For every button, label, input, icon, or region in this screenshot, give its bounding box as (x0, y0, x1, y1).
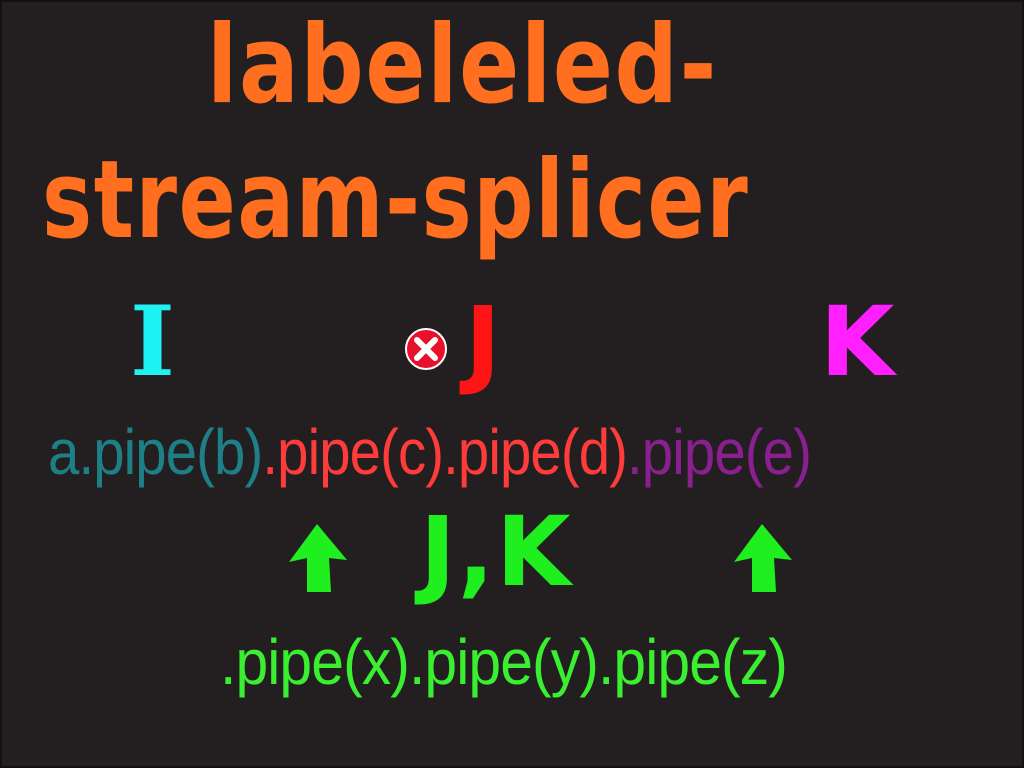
label-k: K (820, 286, 895, 398)
title-line-2: stream-splicer (42, 138, 750, 263)
pipe-d: .pipe(d) (443, 416, 628, 488)
label-i: I (130, 285, 175, 398)
pipe-e: .pipe(e) (627, 416, 812, 488)
title-line-1: labeleled- (207, 3, 718, 128)
pipe-a: a (48, 416, 79, 488)
pipe-c: .pipe(c) (262, 416, 444, 488)
error-x-circle-icon (405, 328, 447, 370)
subpipeline-chain: .pipe(x).pipe(y).pipe(z) (220, 626, 788, 698)
label-jk: J,K (420, 496, 573, 608)
arrow-up-icon (289, 524, 347, 592)
label-j: J (465, 286, 501, 398)
pipeline-chain: a.pipe(b).pipe(c).pipe(d).pipe(e) (48, 420, 812, 484)
pipe-b: .pipe(b) (78, 416, 263, 488)
arrow-up-icon (734, 524, 792, 592)
